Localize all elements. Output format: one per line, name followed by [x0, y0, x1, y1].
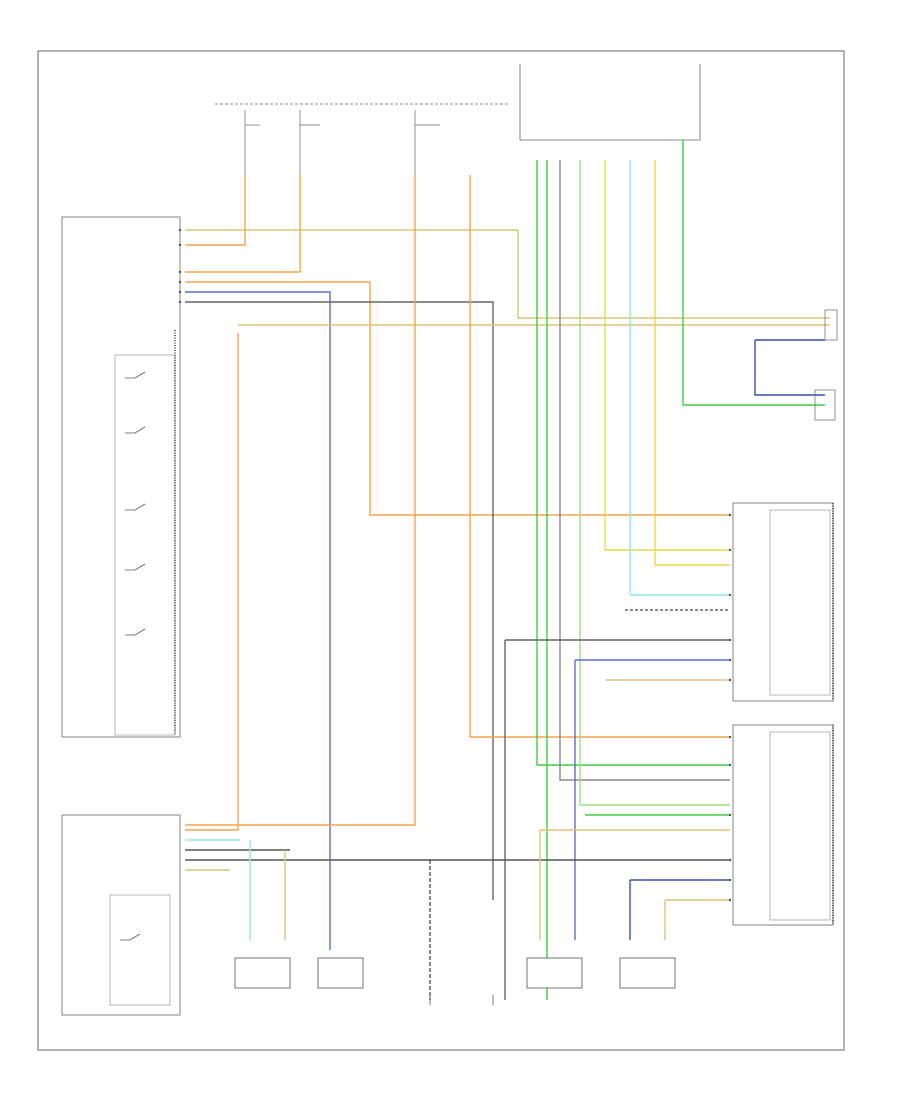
wire-orange-2 [185, 175, 246, 246]
connector-pins [178, 228, 732, 902]
driver-window-switch [61, 216, 181, 738]
wire-orange-top [185, 175, 301, 273]
diagram-frame [37, 50, 845, 1051]
passenger-wires [185, 839, 431, 1000]
wire-orange-4 [185, 175, 416, 826]
fuse-block [215, 103, 510, 175]
rear-right-window-switch [732, 724, 834, 926]
right-connector [814, 309, 838, 421]
rear-right-wires [185, 829, 730, 940]
window-motors [234, 957, 676, 989]
wire-gray-top [185, 301, 494, 900]
rear-left-window-switch [732, 502, 834, 702]
grounds [429, 995, 494, 1005]
driver-window-motor [317, 957, 364, 989]
right-rear-window-motor [619, 957, 676, 989]
right-harness [536, 140, 825, 1000]
wire-tan-top [185, 229, 830, 319]
wire-blue-top [185, 291, 331, 950]
top-connector-block [519, 64, 701, 141]
wire-orange-5 [469, 175, 730, 738]
front-passenger-window-motor [234, 957, 291, 989]
front-passenger-window-switch [61, 814, 181, 1016]
wire-tan-2 [185, 281, 730, 516]
wire-orange-3 [185, 333, 239, 831]
left-rear-window-motor [526, 957, 583, 989]
rear-left-wires [504, 609, 730, 1000]
driver-harness [185, 175, 830, 950]
